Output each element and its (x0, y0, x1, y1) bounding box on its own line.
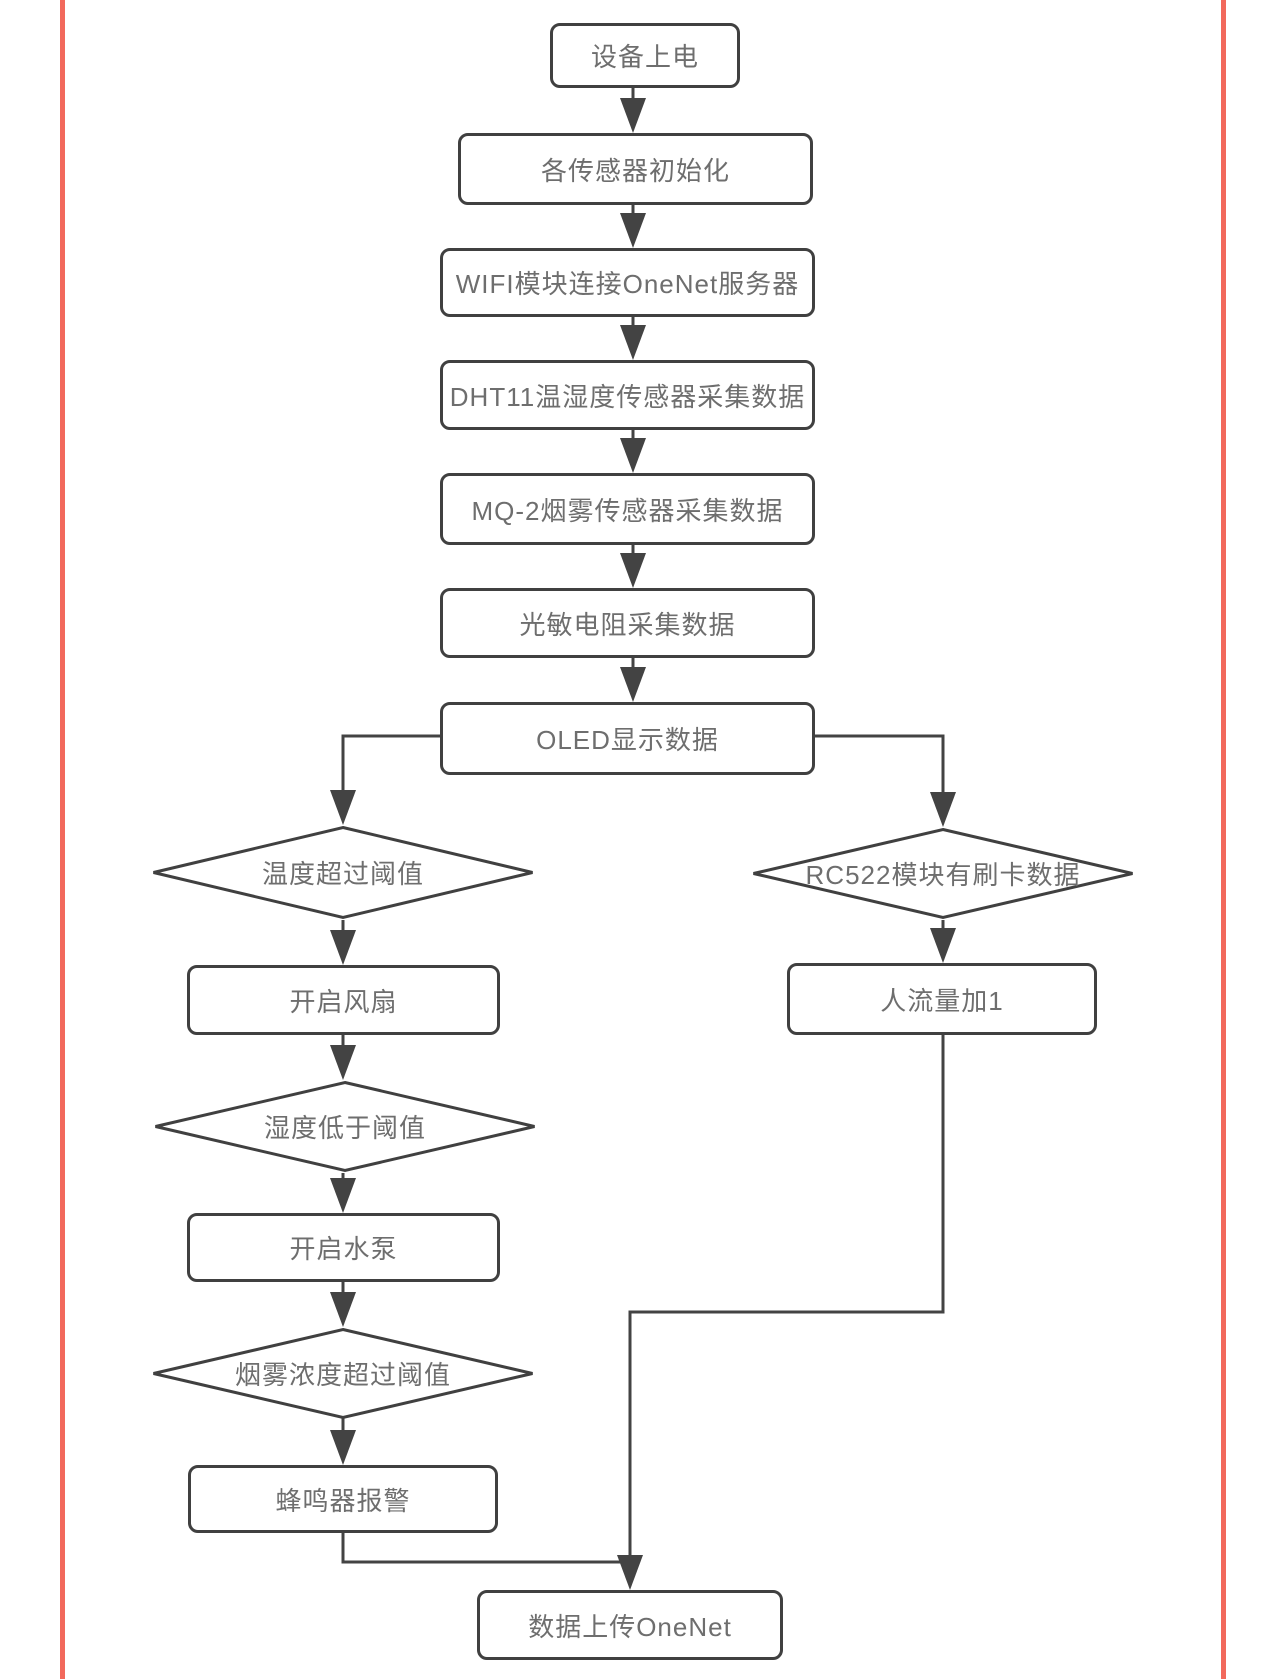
flow-decision-rc522-check: RC522模块有刷卡数据 (750, 827, 1136, 920)
arrowhead-icon (330, 930, 356, 965)
node-label: 开启风扇 (289, 986, 398, 1017)
arrowhead-icon (617, 1555, 643, 1590)
arrowhead-icon (620, 325, 646, 360)
node-label: OLED显示数据 (536, 725, 719, 755)
diamond-shape (153, 1327, 533, 1420)
node-label: 烟雾浓度超过阈值 (234, 1360, 451, 1390)
flow-decision-smoke-check: 烟雾浓度超过阈值 (150, 1327, 536, 1420)
node-label: 人流量加1 (880, 985, 1004, 1016)
flow-node-people-count: 人流量加1 (787, 963, 1097, 1035)
flow-node-pump-on: 开启水泵 (187, 1213, 500, 1282)
arrowhead-icon (620, 213, 646, 248)
edge-oled-to-rc522check (815, 734, 945, 794)
arrowhead-icon (330, 790, 356, 825)
diamond-shape (155, 1080, 535, 1173)
arrowhead-icon (330, 1292, 356, 1327)
arrowhead-icon (620, 98, 646, 133)
node-label: 设备上电 (590, 42, 699, 72)
flow-node-fan-on: 开启风扇 (187, 965, 500, 1035)
node-label: RC522模块有刷卡数据 (805, 860, 1081, 890)
flow-node-sensors-init: 各传感器初始化 (458, 133, 813, 205)
right-red-border-line (1221, 0, 1226, 1679)
flow-decision-humidity-check: 湿度低于阈值 (152, 1080, 538, 1173)
node-label: 各传感器初始化 (540, 155, 730, 186)
edge-buzzer-to-upload (341, 1533, 630, 1564)
arrowhead-icon (620, 438, 646, 473)
arrowhead-icon (620, 667, 646, 702)
diamond-shape (753, 827, 1133, 920)
flow-node-mq2-collect: MQ-2烟雾传感器采集数据 (440, 473, 815, 545)
node-label: 湿度低于阈值 (263, 1113, 426, 1143)
node-label: 开启水泵 (289, 1234, 398, 1264)
arrowhead-icon (330, 1045, 356, 1080)
node-label: MQ-2烟雾传感器采集数据 (471, 495, 784, 526)
edge-people-to-upload (628, 1035, 945, 1557)
flow-node-ldr-collect: 光敏电阻采集数据 (440, 588, 815, 658)
arrowhead-icon (620, 553, 646, 588)
flow-decision-temp-check: 温度超过阈值 (150, 825, 536, 920)
node-label: 温度超过阈值 (261, 859, 424, 889)
arrowhead-icon (930, 928, 956, 963)
edge-oled-to-tempcheck (341, 734, 440, 792)
node-label: 蜂鸣器报警 (275, 1485, 411, 1516)
arrowhead-icon (330, 1430, 356, 1465)
flow-node-dht11-collect: DHT11温湿度传感器采集数据 (440, 360, 815, 430)
node-label: WIFI模块连接OneNet服务器 (455, 269, 800, 299)
flow-node-upload-onenet: 数据上传OneNet (477, 1590, 783, 1660)
arrowhead-icon (930, 792, 956, 827)
flow-node-power-on: 设备上电 (550, 23, 740, 88)
node-label: 光敏电阻采集数据 (519, 609, 736, 640)
diamond-shape (153, 825, 533, 920)
node-label: DHT11温湿度传感器采集数据 (449, 381, 806, 412)
flow-node-oled-display: OLED显示数据 (440, 702, 815, 775)
arrowhead-icon (330, 1178, 356, 1213)
flow-node-buzzer-alarm: 蜂鸣器报警 (188, 1465, 498, 1533)
flow-node-wifi-connect: WIFI模块连接OneNet服务器 (440, 248, 815, 317)
node-label: 数据上传OneNet (528, 1611, 732, 1642)
left-red-border-line (60, 0, 65, 1679)
